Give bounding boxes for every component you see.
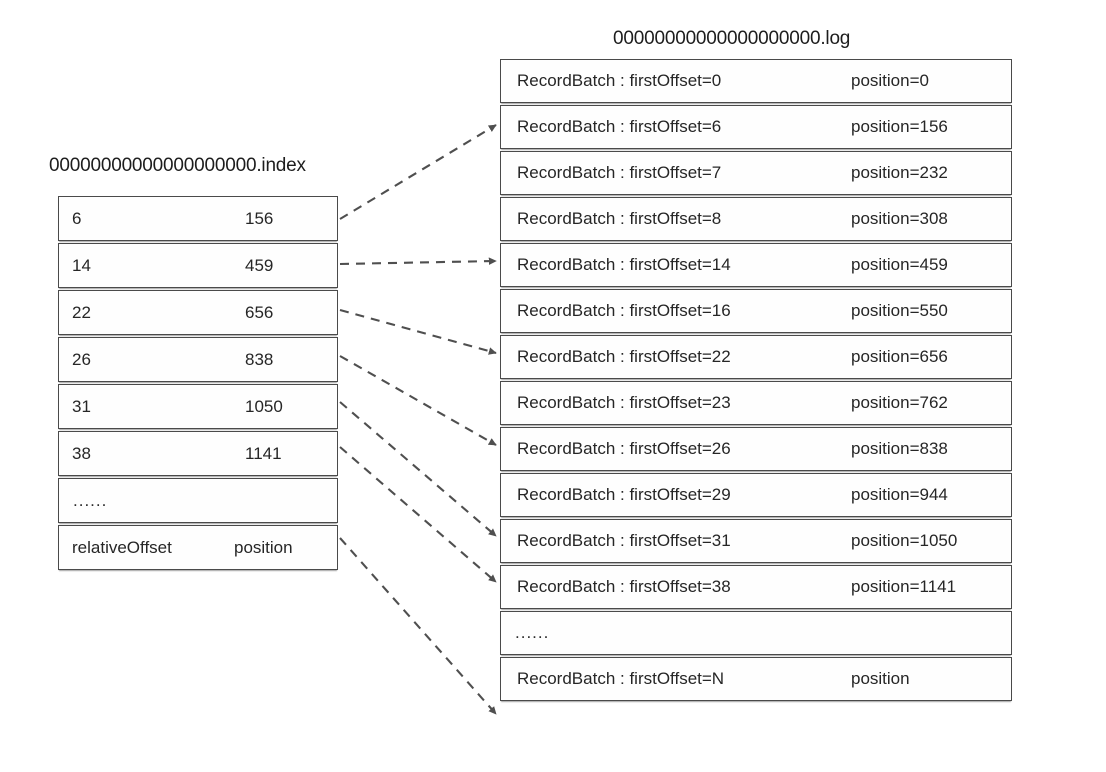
log-row[interactable]: RecordBatch : firstOffset=26 position=83… xyxy=(500,427,1012,471)
log-position: position=0 xyxy=(851,71,929,90)
arrow-index-0-to-log-1 xyxy=(339,124,497,220)
arrow-index-3-to-log-8 xyxy=(339,355,497,446)
log-record-batch: RecordBatch : firstOffset=26 xyxy=(517,439,731,458)
log-record-batch: RecordBatch : firstOffset=14 xyxy=(517,255,731,274)
log-record-batch: RecordBatch : firstOffset=0 xyxy=(517,71,722,90)
log-position: position=944 xyxy=(851,485,948,504)
log-position: position xyxy=(851,669,910,688)
index-file-table: 6 156 14 459 22 656 26 838 31 1050 38 11… xyxy=(58,196,338,572)
log-row[interactable]: RecordBatch : firstOffset=0 position=0 xyxy=(500,59,1012,103)
index-relative-offset: 26 xyxy=(72,349,91,369)
log-position: position=156 xyxy=(851,117,948,136)
ellipsis-label: ...... xyxy=(73,490,108,510)
log-record-batch: RecordBatch : firstOffset=31 xyxy=(517,531,731,550)
log-row[interactable]: RecordBatch : firstOffset=29 position=94… xyxy=(500,473,1012,517)
log-row[interactable]: RecordBatch : firstOffset=38 position=11… xyxy=(500,565,1012,609)
log-position: position=762 xyxy=(851,393,948,412)
log-row[interactable]: RecordBatch : firstOffset=23 position=76… xyxy=(500,381,1012,425)
index-relative-offset: 31 xyxy=(72,396,91,416)
log-position: position=459 xyxy=(851,255,948,274)
index-position: 838 xyxy=(245,349,274,369)
index-relative-offset: 38 xyxy=(72,443,91,463)
log-row-ellipsis: ...... xyxy=(500,611,1012,655)
log-record-batch: RecordBatch : firstOffset=7 xyxy=(517,163,722,182)
index-position: 1050 xyxy=(245,396,283,416)
log-record-batch: RecordBatch : firstOffset=38 xyxy=(517,577,731,596)
log-record-batch: RecordBatch : firstOffset=29 xyxy=(517,485,731,504)
log-file-title: 00000000000000000000.log xyxy=(613,28,851,49)
log-row[interactable]: RecordBatch : firstOffset=8 position=308 xyxy=(500,197,1012,241)
index-file-title: 00000000000000000000.index xyxy=(49,155,306,176)
log-row[interactable]: RecordBatch : firstOffset=6 position=156 xyxy=(500,105,1012,149)
index-row[interactable]: 22 656 xyxy=(58,290,338,335)
log-file-table: RecordBatch : firstOffset=0 position=0 R… xyxy=(500,59,1012,703)
log-record-batch: RecordBatch : firstOffset=N xyxy=(517,669,725,688)
log-record-batch: RecordBatch : firstOffset=8 xyxy=(517,209,722,228)
arrow-index-5-to-log-11 xyxy=(339,446,497,583)
index-relative-offset: 6 xyxy=(72,208,82,228)
log-row[interactable]: RecordBatch : firstOffset=N position xyxy=(500,657,1012,701)
index-column-header-relative-offset: relativeOffset xyxy=(72,537,172,557)
index-row[interactable]: 26 838 xyxy=(58,337,338,382)
arrow-index-2-to-log-6 xyxy=(339,308,497,355)
log-position: position=308 xyxy=(851,209,948,228)
log-position: position=550 xyxy=(851,301,948,320)
log-row[interactable]: RecordBatch : firstOffset=14 position=45… xyxy=(500,243,1012,287)
log-position: position=1050 xyxy=(851,531,958,550)
index-relative-offset: 14 xyxy=(72,255,91,275)
log-record-batch: RecordBatch : firstOffset=22 xyxy=(517,347,731,366)
index-row[interactable]: 6 156 xyxy=(58,196,338,241)
arrow-index-7-to-log-13 xyxy=(339,537,497,715)
index-column-header-position: position xyxy=(234,537,293,557)
ellipsis-label: ...... xyxy=(515,623,550,642)
log-record-batch: RecordBatch : firstOffset=6 xyxy=(517,117,722,136)
index-relative-offset: 22 xyxy=(72,302,91,322)
index-row[interactable]: 31 1050 xyxy=(58,384,338,429)
index-legend-row: relativeOffset position xyxy=(58,525,338,570)
index-position: 1141 xyxy=(245,443,282,463)
log-position: position=838 xyxy=(851,439,948,458)
index-row[interactable]: 14 459 xyxy=(58,243,338,288)
log-record-batch: RecordBatch : firstOffset=23 xyxy=(517,393,731,412)
index-position: 459 xyxy=(245,255,274,275)
log-row[interactable]: RecordBatch : firstOffset=22 position=65… xyxy=(500,335,1012,379)
log-row[interactable]: RecordBatch : firstOffset=7 position=232 xyxy=(500,151,1012,195)
index-position: 656 xyxy=(245,302,274,322)
log-position: position=232 xyxy=(851,163,948,182)
log-record-batch: RecordBatch : firstOffset=16 xyxy=(517,301,731,320)
log-row[interactable]: RecordBatch : firstOffset=31 position=10… xyxy=(500,519,1012,563)
log-position: position=656 xyxy=(851,347,948,366)
index-position: 156 xyxy=(245,208,274,228)
index-row-ellipsis: ...... xyxy=(58,478,338,523)
log-position: position=1141 xyxy=(851,577,957,596)
log-row[interactable]: RecordBatch : firstOffset=16 position=55… xyxy=(500,289,1012,333)
arrow-index-1-to-log-4 xyxy=(339,257,497,266)
arrow-index-4-to-log-10 xyxy=(339,401,497,537)
index-row[interactable]: 38 1141 xyxy=(58,431,338,476)
